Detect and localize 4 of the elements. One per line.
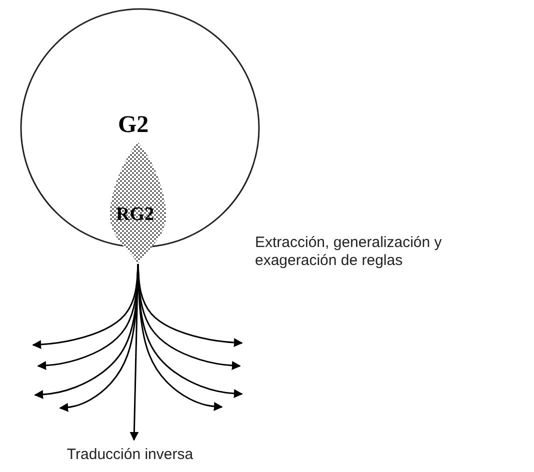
circle-label: G2: [118, 112, 149, 139]
caption-text: Traducción inversa: [66, 446, 194, 464]
annotation-text: Extracción, generalización y exageración de reglas: [255, 234, 443, 270]
curved-arrow: [137, 264, 243, 348]
